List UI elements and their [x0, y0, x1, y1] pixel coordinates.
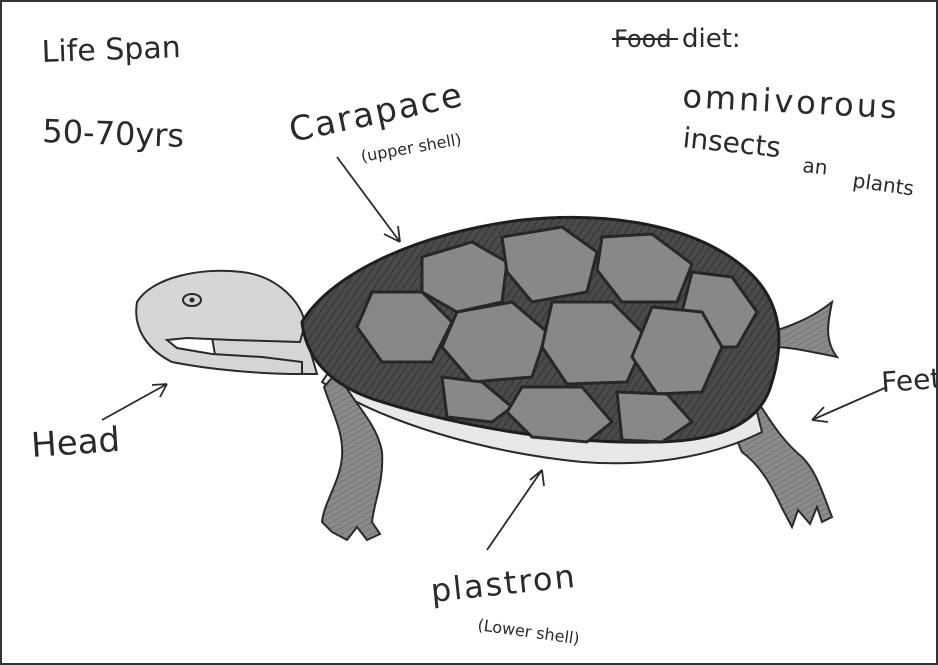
turtle-head: [136, 271, 305, 374]
feet-pointer: [812, 387, 887, 422]
plastron-label: plastron: [429, 557, 579, 610]
life-span-value: 50-70yrs: [42, 112, 185, 155]
head-pointer: [102, 384, 167, 420]
diet-title-group: Food diet:: [612, 24, 741, 54]
plastron-pointer: [487, 470, 544, 550]
diet-detail-insects: insects: [681, 121, 782, 164]
carapace-pointer: [337, 157, 400, 242]
turtle-tail: [772, 302, 837, 357]
diet-detail-plants: plants: [851, 168, 915, 200]
head-label: Head: [30, 420, 121, 466]
diet-title: diet:: [682, 24, 741, 54]
life-span-title: Life Span: [41, 30, 181, 70]
carapace-note: (upper shell): [359, 130, 462, 166]
plastron-note: (Lower shell): [476, 615, 580, 648]
feet-label: Feet: [880, 362, 936, 399]
diet-detail-and: an: [801, 153, 828, 179]
diet-type: omnivorous: [682, 77, 901, 126]
